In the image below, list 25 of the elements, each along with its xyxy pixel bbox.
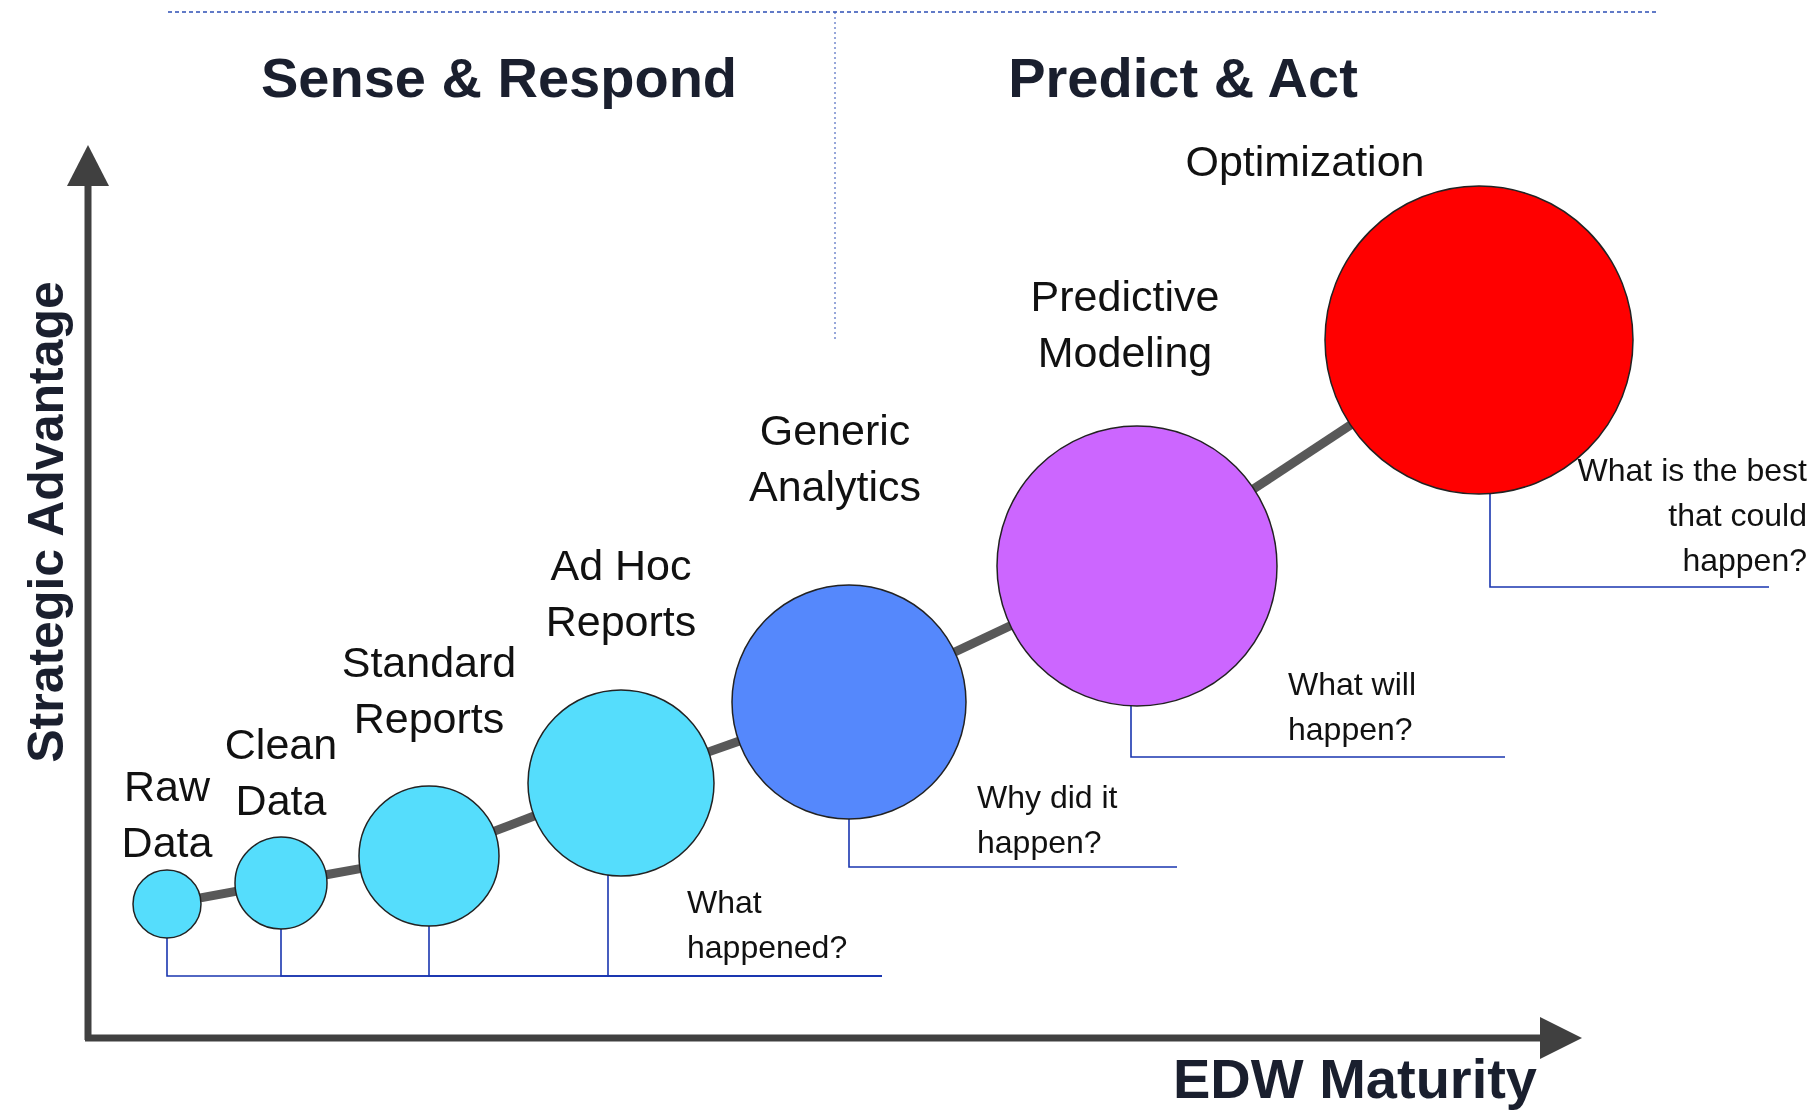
leader-line — [1489, 492, 1770, 588]
question-label: What is the best that could happen? — [1560, 448, 1807, 587]
question-label: What will happen? — [1288, 662, 1505, 757]
question-label: Why did it happen? — [977, 775, 1177, 867]
stage-label: Clean Data — [223, 719, 339, 826]
stage-label: Optimization — [1184, 136, 1426, 187]
connector-line — [325, 864, 361, 880]
leader-line — [1130, 705, 1506, 758]
stage-label: Raw Data — [120, 761, 214, 868]
connector-line — [1251, 421, 1353, 493]
connector-line — [707, 736, 741, 757]
leader-line — [848, 818, 1178, 868]
section-heading: Predict & Act — [1008, 44, 1358, 110]
axis-title: Strategic Advantage — [17, 281, 75, 763]
stage-label: Ad Hoc Reports — [544, 540, 698, 647]
connector-line — [952, 621, 1013, 657]
section-heading: Sense & Respond — [260, 44, 738, 110]
connector-line — [492, 811, 536, 836]
leader-line — [607, 874, 883, 977]
connector-line — [199, 886, 237, 903]
stage-label: Predictive Modeling — [1029, 271, 1221, 378]
question-label: What happened? — [687, 880, 882, 976]
axis-title: EDW Maturity — [1173, 1045, 1537, 1111]
stage-label: Generic Analytics — [747, 405, 923, 512]
stage-label: Standard Reports — [340, 637, 518, 744]
